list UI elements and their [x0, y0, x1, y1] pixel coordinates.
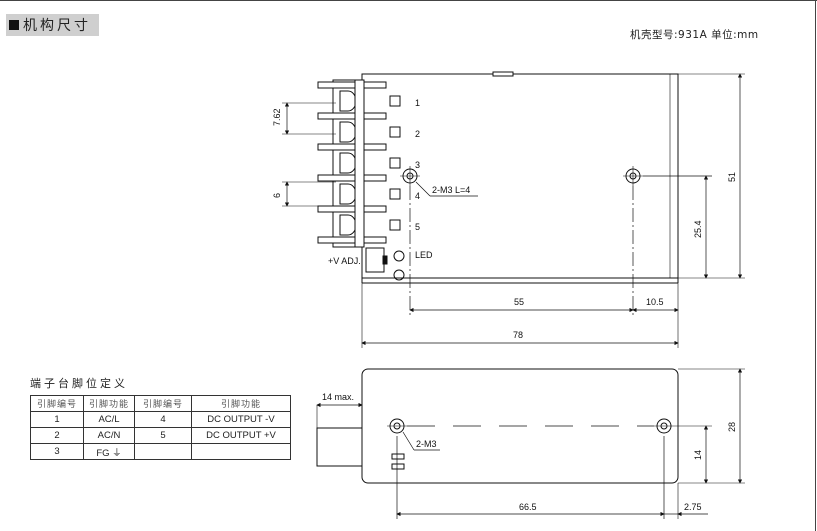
vadj-label: +V ADJ.	[328, 256, 361, 266]
side-led	[391, 453, 405, 460]
terminal-label-3: 3	[415, 160, 420, 170]
pin-no-cell: 4	[134, 411, 192, 428]
pin-no-cell: 3	[30, 443, 84, 460]
dim-label-66-5: 66.5	[519, 502, 537, 512]
terminal-label-1: 1	[415, 98, 420, 108]
terminal-label-5: 5	[415, 222, 420, 232]
dim-label-10-5: 10.5	[646, 297, 664, 307]
pin-func-cell	[191, 443, 291, 460]
pin-table-title: 端子台脚位定义	[30, 377, 128, 390]
pin-no-cell: 2	[30, 427, 84, 444]
side-hole-right	[654, 418, 674, 434]
dim-label-28: 28	[727, 422, 737, 432]
terminal-label-2: 2	[415, 129, 420, 139]
pin-table: 引脚编号 引脚功能 引脚编号 引脚功能 1 AC/L 4 DC OUTPUT -…	[30, 395, 291, 460]
section-title: 机构尺寸	[23, 18, 91, 34]
header-pin-no-1: 引脚编号	[30, 395, 84, 412]
screw-label-side: 2-M3	[416, 439, 437, 449]
table-row: 3 FG ⏚	[30, 443, 291, 460]
top-view	[282, 71, 745, 348]
terminal-number-boxes	[389, 95, 401, 231]
mount-hole-right	[623, 166, 643, 186]
screw-label-top: 2-M3 L=4	[432, 185, 470, 195]
pin-func-cell: FG ⏚	[83, 443, 135, 460]
dim-label-55: 55	[514, 297, 524, 307]
dim-label-7-62: 7.62	[272, 108, 282, 126]
dim-label-78: 78	[513, 330, 523, 340]
terminal-block	[332, 79, 356, 248]
top-view-labels: 1 2 3 4 5 2-M3 L=4 +V ADJ. LED 55 10.5 7…	[272, 98, 737, 340]
terminal-fins	[317, 81, 387, 244]
mount-hole-left	[400, 166, 420, 186]
header-pin-func-1: 引脚功能	[83, 395, 135, 412]
dim-label-14max: 14 max.	[322, 392, 354, 402]
pin-no-cell: 5	[134, 427, 192, 444]
led-indicator	[393, 250, 405, 262]
dim-label-14: 14	[693, 450, 703, 460]
dim-label-6: 6	[272, 193, 282, 198]
square-bullet-icon	[9, 20, 19, 30]
dim-label-51: 51	[727, 172, 737, 182]
header-pin-no-2: 引脚编号	[134, 395, 192, 412]
side-view-labels: 14 max. 2-M3 66.5 2.75 28 14	[322, 392, 737, 512]
led-label: LED	[415, 250, 433, 260]
top-border	[0, 0, 817, 1]
dim-label-25-4: 25.4	[693, 220, 703, 238]
pin-no-cell	[134, 443, 192, 460]
top-slot	[492, 71, 514, 77]
terminal-block-side	[316, 427, 363, 467]
pin-func-cell: AC/N	[83, 427, 135, 444]
pin-func-cell: AC/L	[83, 411, 135, 428]
dim-label-2-75: 2.75	[684, 502, 702, 512]
table-row: 1 AC/L 4 DC OUTPUT -V	[30, 411, 291, 428]
model-info: 机壳型号:931A 单位:mm	[630, 29, 759, 41]
pin-no-cell: 1	[30, 411, 84, 428]
vadj-trimmer	[365, 247, 385, 273]
terminal-label-4: 4	[415, 191, 420, 201]
side-hole-left	[387, 418, 407, 434]
pin-table-header-row: 引脚编号 引脚功能 引脚编号 引脚功能	[30, 395, 291, 412]
table-row: 2 AC/N 5 DC OUTPUT +V	[30, 427, 291, 444]
right-border	[815, 0, 816, 531]
pin-func-cell: DC OUTPUT -V	[191, 411, 291, 428]
header-pin-func-2: 引脚功能	[191, 395, 291, 412]
pin-func-cell: DC OUTPUT +V	[191, 427, 291, 444]
side-view	[316, 368, 745, 519]
section-header: 机构尺寸	[6, 14, 99, 36]
